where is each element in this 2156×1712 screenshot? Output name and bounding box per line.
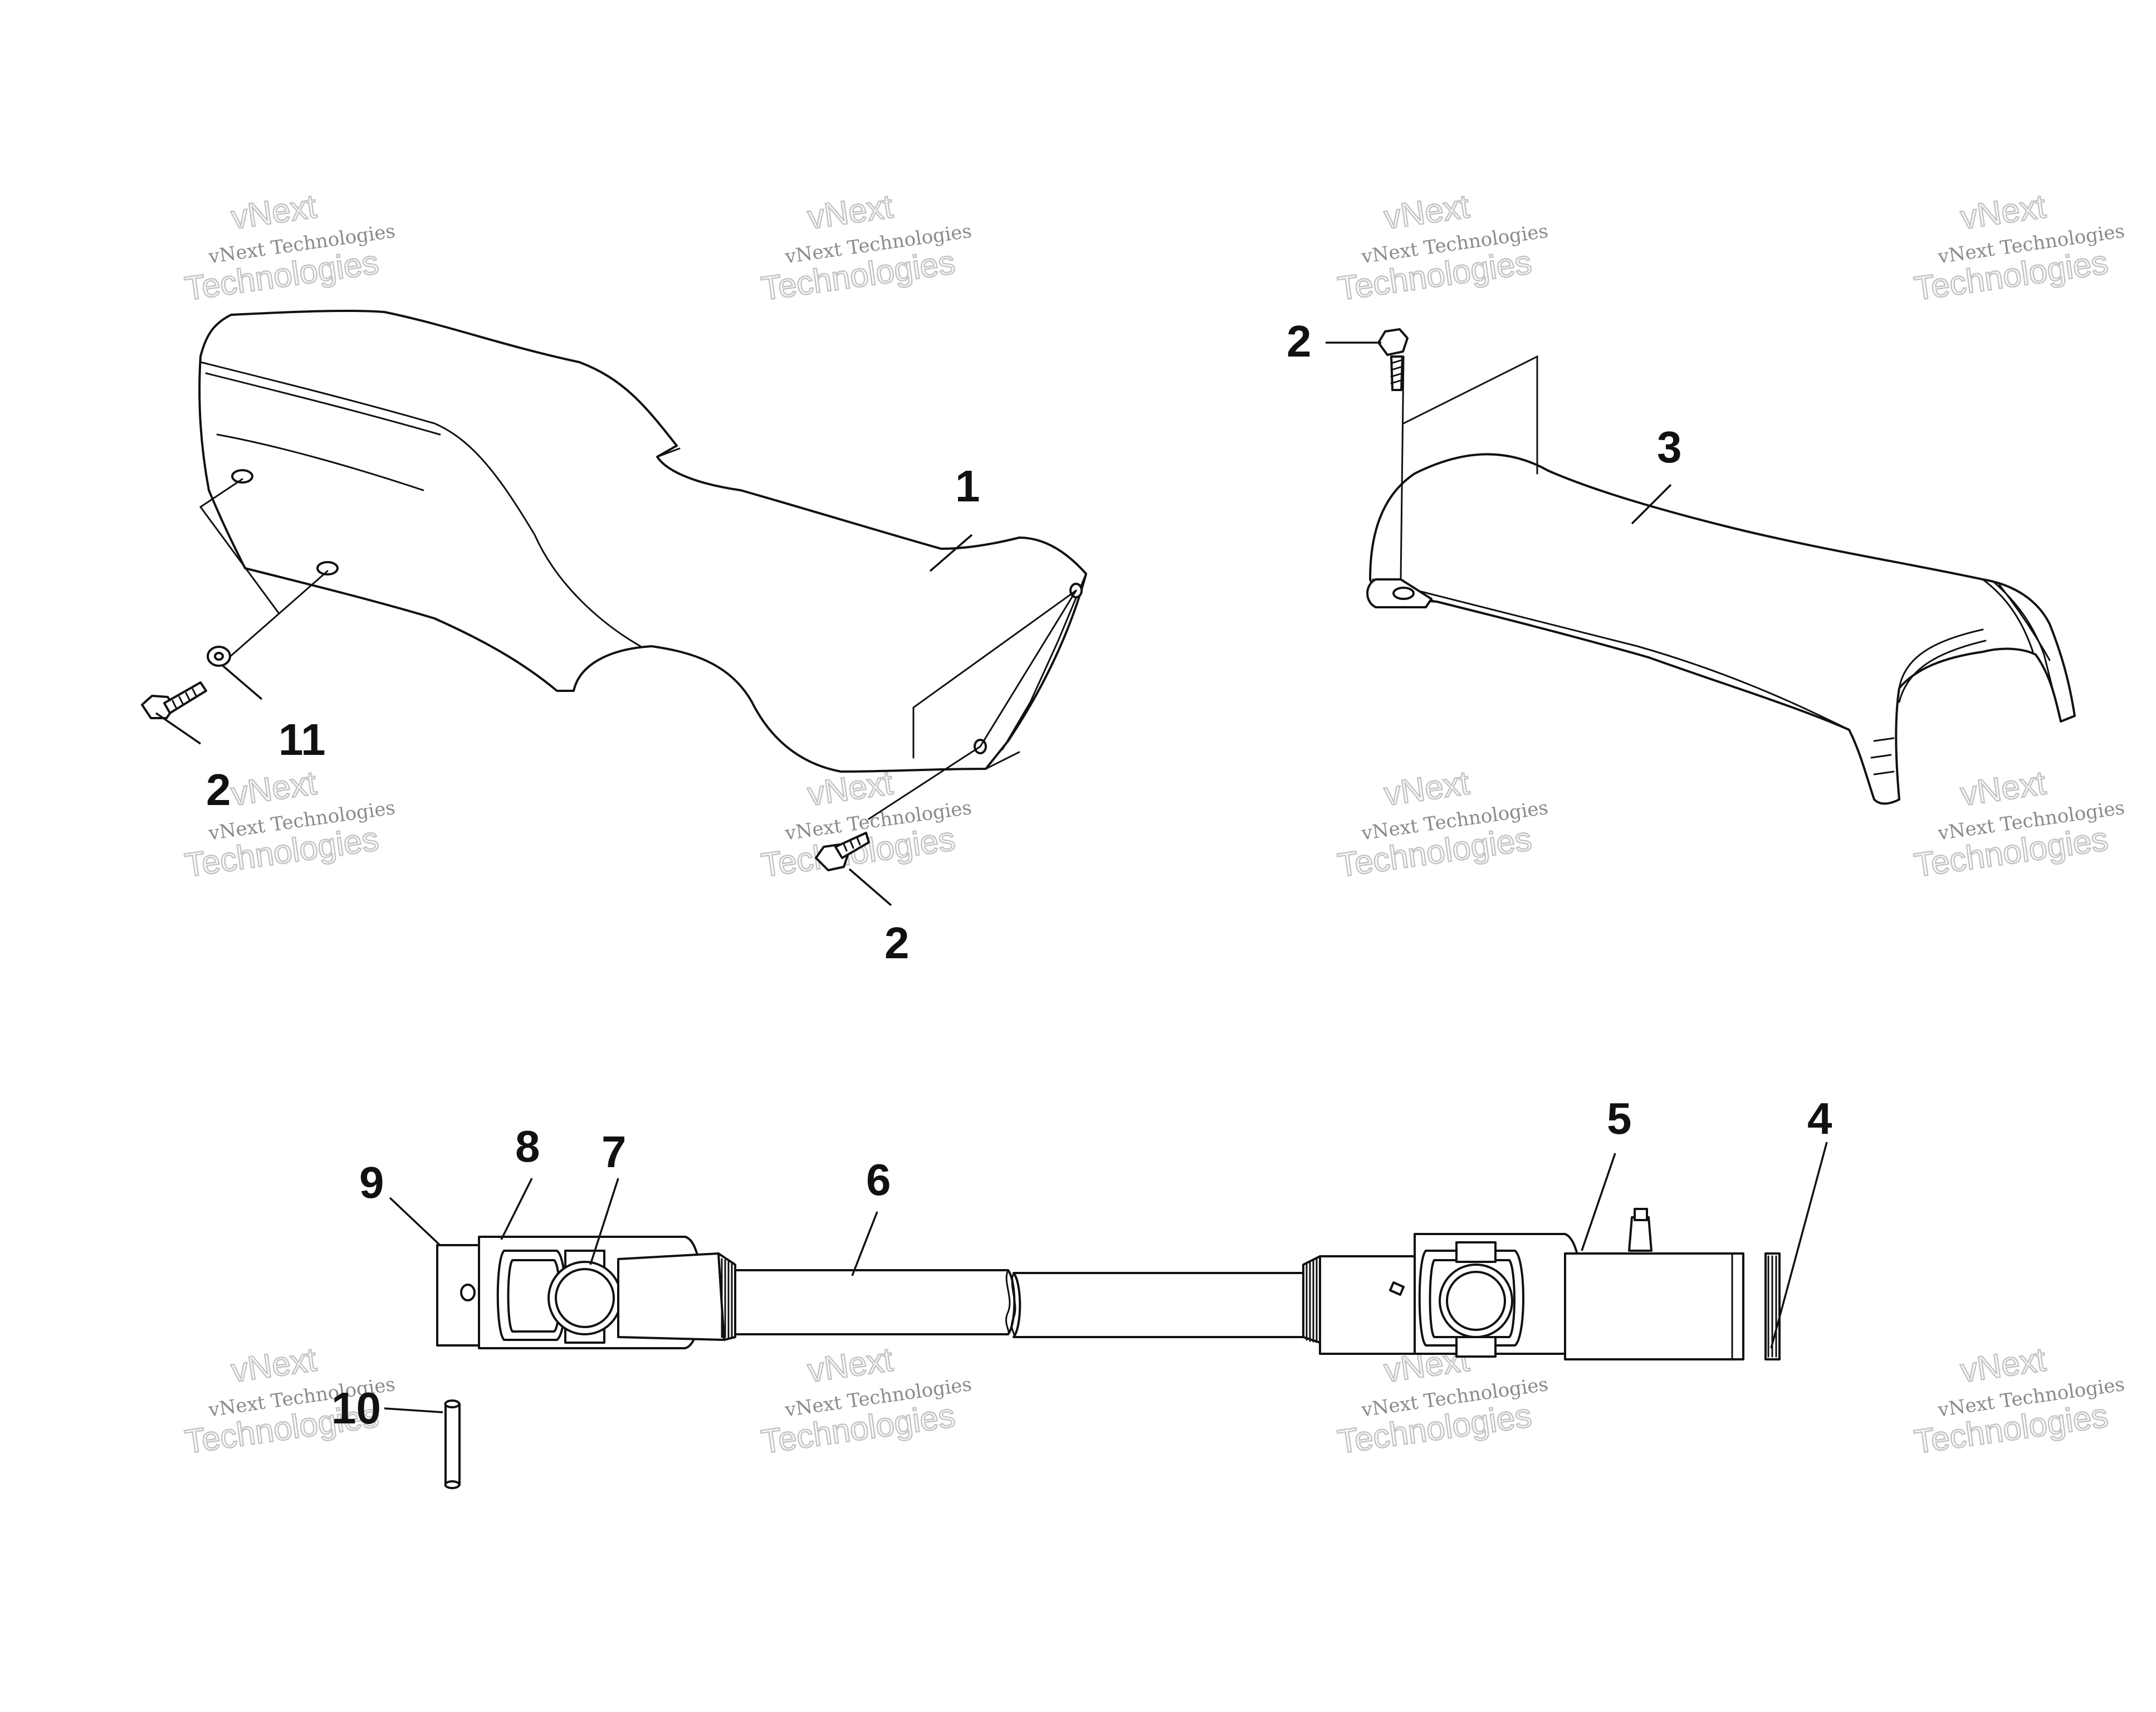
drive-shaft-assembly — [436, 1208, 1781, 1489]
callout-8: 8 — [515, 1121, 540, 1171]
watermark-top: vNext — [1958, 1340, 2049, 1389]
callout-11: 11 — [278, 715, 326, 764]
part-2-bolt-left — [141, 681, 207, 719]
watermark-top: vNext — [229, 187, 319, 236]
watermark-top: vNext — [805, 187, 896, 236]
watermark-top: vNext — [229, 764, 319, 813]
callout-labels: 1 2 2 2 3 4 5 6 7 8 9 10 11 — [206, 316, 1832, 1433]
part-2-bolt-middle — [815, 832, 870, 871]
callout-2-middle: 2 — [884, 918, 910, 968]
callout-9: 9 — [359, 1158, 384, 1207]
callout-4: 4 — [1807, 1094, 1832, 1143]
callout-5: 5 — [1607, 1094, 1632, 1143]
callout-3: 3 — [1657, 422, 1682, 472]
watermark-top: vNext — [1958, 187, 2049, 236]
callout-2-right: 2 — [1287, 316, 1312, 366]
watermark-top: vNext — [1382, 187, 1472, 236]
part-2-bolt-right — [1377, 328, 1409, 391]
callout-1: 1 — [955, 461, 980, 511]
watermark-top: vNext — [1958, 764, 2049, 813]
part-1-shield — [198, 309, 1087, 820]
callout-7: 7 — [602, 1127, 627, 1177]
watermark-top: vNext — [805, 1340, 896, 1389]
part-3-cover — [1366, 355, 2076, 805]
callout-6: 6 — [866, 1155, 891, 1204]
callout-10: 10 — [331, 1383, 381, 1433]
watermark-top: vNext — [229, 1340, 319, 1389]
part-11-washer — [207, 646, 231, 667]
leader-lines — [155, 342, 1828, 1413]
watermark-top: vNext — [1382, 764, 1472, 813]
callout-2-left: 2 — [206, 765, 231, 814]
